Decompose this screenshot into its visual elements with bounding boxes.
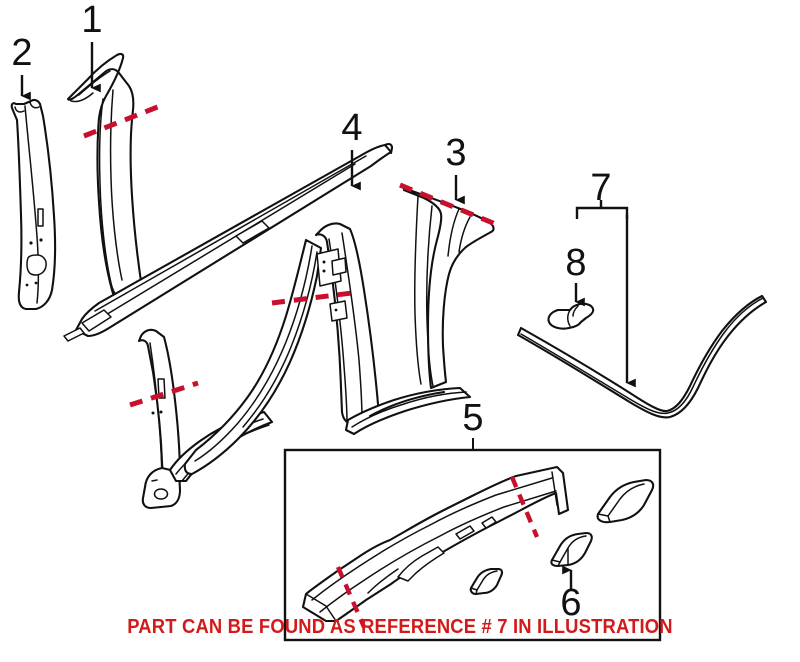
- callout-numbers: 1 2 3 4 5 6 7 8: [11, 0, 611, 624]
- box-small-parts: [469, 478, 655, 596]
- part-8-molding-retainer-clip: [547, 302, 595, 330]
- footnote-text: PART CAN BE FOUND AS REFERENCE # 7 IN IL…: [127, 616, 673, 638]
- callout-label-8: 8: [565, 242, 586, 284]
- callout-label-1: 1: [81, 0, 102, 41]
- leader-7-bracket: [575, 206, 629, 219]
- callout-label-3: 3: [445, 132, 466, 174]
- body-side-assembly: [137, 222, 472, 510]
- part-7-rocker-molding-strip: [516, 294, 768, 419]
- part-5-rocker-panel-assembly: [301, 465, 570, 628]
- callout-label-4: 4: [341, 107, 362, 149]
- part-4-roof-side-rail-molding: [63, 142, 394, 342]
- callout-label-2: 2: [11, 32, 32, 74]
- callout-label-5: 5: [462, 397, 483, 439]
- callout-label-6: 6: [560, 582, 581, 624]
- part-2-b-pillar-reinforcement: [10, 98, 57, 311]
- section-cut-lines: [83, 103, 499, 408]
- callout-label-7: 7: [590, 167, 611, 209]
- part-3-c-pillar-outer: [402, 186, 495, 390]
- part-1-b-pillar-outer: [66, 52, 144, 306]
- callout-leaders: [20, 42, 636, 590]
